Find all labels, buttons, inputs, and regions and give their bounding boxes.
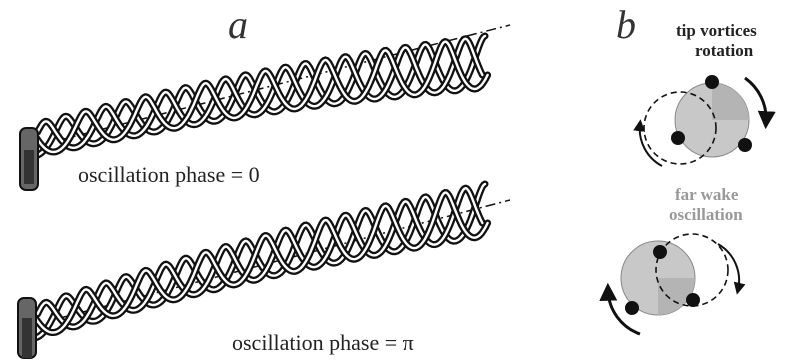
vortex-filament-highlight: [31, 40, 489, 154]
caption-phase-0: oscillation phase = 0: [78, 162, 260, 187]
vortex-filament-highlight: [36, 186, 484, 329]
rotation-label: rotation: [695, 41, 754, 60]
rotor-disk-upper: [633, 75, 776, 167]
helical-wake-bottom: [28, 180, 511, 342]
tip-vortex-dot: [686, 293, 700, 307]
oscillation-arrow-icon: [717, 243, 746, 295]
rotation-arrow-icon: [599, 282, 641, 336]
oscillation-arrow-icon: [633, 119, 663, 167]
vortex-filament-highlight: [36, 37, 484, 149]
far-wake-label: far wake: [675, 185, 739, 204]
tip-vortex-dot: [625, 301, 639, 315]
tip-vortices-label: tip vortices: [676, 21, 757, 40]
panel-b-letter: b: [616, 2, 636, 47]
tip-vortex-dot: [671, 131, 685, 145]
caption-phase-pi: oscillation phase = π: [232, 330, 414, 355]
rotor-hub-bottom: [17, 297, 37, 359]
oscillation-label: oscillation: [669, 205, 743, 224]
wake-centerline-top: [59, 24, 511, 141]
wake-offset-circle-lower: [655, 233, 729, 307]
tip-vortex-dot: [738, 138, 752, 152]
rotor-hub-top: [19, 127, 39, 191]
vortex-filament-highlight: [31, 191, 489, 334]
panel-a-letter: a: [228, 2, 248, 47]
tip-vortex-dot: [653, 245, 667, 259]
tip-vortex-dot: [705, 75, 719, 89]
rotation-arrow-icon: [744, 76, 776, 130]
helical-wake-top: [28, 24, 511, 160]
rotor-disk-lower: [599, 233, 746, 336]
